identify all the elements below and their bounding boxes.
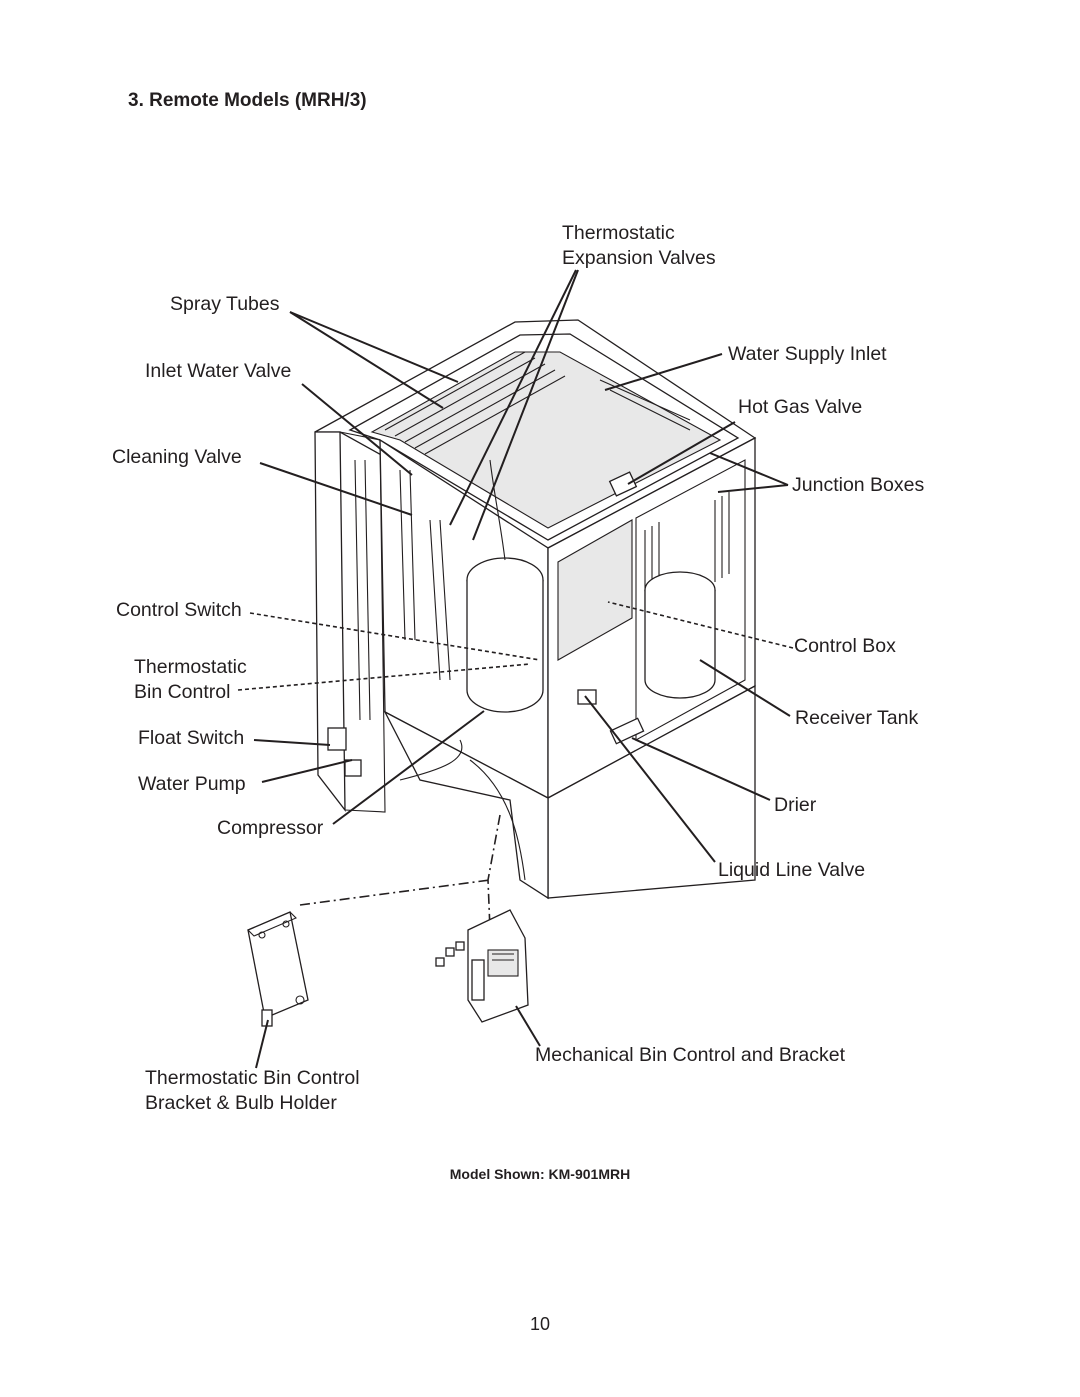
label-thermostatic-bin-control-line1: Thermostatic [134,656,247,678]
section-heading: 3. Remote Models (MRH/3) [128,90,367,111]
label-control-box: Control Box [794,635,896,657]
label-control-switch: Control Switch [116,599,242,621]
label-thermostatic-expansion-valves-line1: Thermostatic [562,222,675,244]
label-inlet-water-valve: Inlet Water Valve [145,360,292,382]
label-water-pump: Water Pump [138,773,246,795]
label-receiver-tank: Receiver Tank [795,707,919,729]
label-compressor: Compressor [217,817,324,839]
label-drier: Drier [774,794,817,816]
label-junction-boxes: Junction Boxes [792,474,925,496]
label-float-switch: Float Switch [138,727,245,749]
leader-lines [237,269,794,1069]
page-number: 10 [529,1314,551,1334]
label-liquid-line-valve: Liquid Line Valve [718,859,866,881]
label-thermostatic-bin-control-line2: Bin Control [134,681,231,703]
label-thermostatic-expansion-valves-line2: Expansion Valves [562,247,716,269]
label-hot-gas-valve: Hot Gas Valve [738,396,863,418]
thermostatic-bin-control-bracket [247,911,309,1027]
figure-caption: Model Shown: KM-901MRH [449,1166,631,1182]
machine-cabinet [299,319,757,931]
label-spray-tubes: Spray Tubes [170,293,280,315]
label-water-supply-inlet: Water Supply Inlet [728,343,887,365]
label-cleaning-valve: Cleaning Valve [112,446,242,468]
label-bracket-bulb-holder-line1: Thermostatic Bin Control [145,1067,360,1089]
mechanical-bin-control-bracket [435,909,529,1023]
label-bracket-bulb-holder-line2: Bracket & Bulb Holder [145,1092,337,1114]
label-mechanical-bin-control-bracket: Mechanical Bin Control and Bracket [535,1044,845,1066]
